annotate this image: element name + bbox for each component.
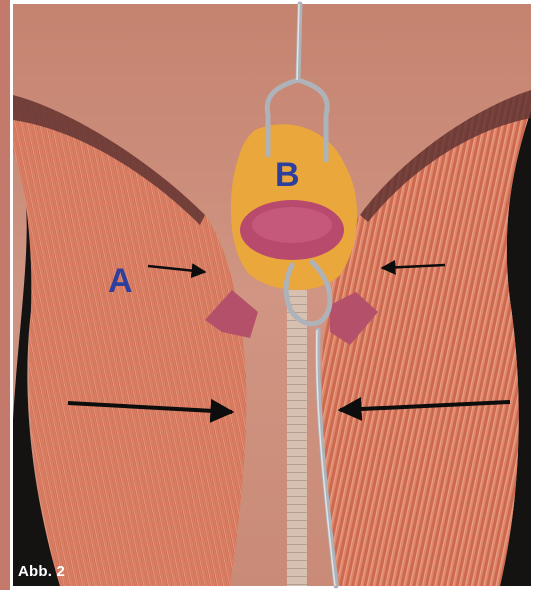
label-b: B [275,158,300,192]
trachea-ruler [287,290,307,586]
figure-caption: Abb. 2 [18,563,65,580]
label-a: A [108,264,133,298]
left-strip [0,0,10,590]
